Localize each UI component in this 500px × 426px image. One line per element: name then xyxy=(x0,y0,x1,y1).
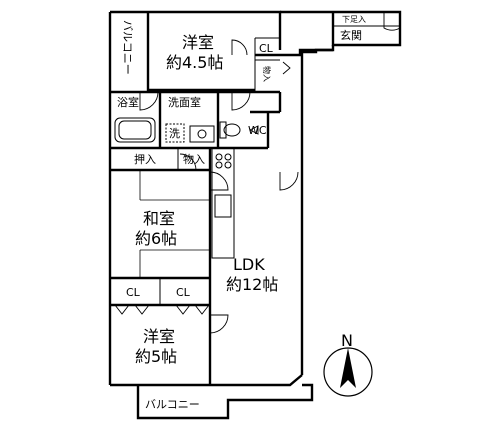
north-arrow-icon xyxy=(340,348,356,388)
washer-label: 洗 xyxy=(169,127,180,140)
closet-right-label: CL xyxy=(176,286,191,299)
outer-walls xyxy=(108,10,402,420)
shoe-box-label: 下足入 xyxy=(342,15,366,24)
washroom-label: 洗面室 xyxy=(168,95,201,109)
ldk-name: LDK xyxy=(233,255,265,274)
entrance-label: 玄関 xyxy=(340,28,362,42)
japanese-size: 約6帖 xyxy=(135,229,177,248)
western-a-size: 約4.5帖 xyxy=(166,53,223,72)
ldk-size: 約12帖 xyxy=(226,275,278,294)
closet-top-label: CL xyxy=(259,42,274,55)
closet-left-label: CL xyxy=(126,286,141,299)
oshiire-label: 押入 xyxy=(134,152,156,166)
western-b-name: 洋室 xyxy=(143,327,175,346)
room-labels: 洋室 約4.5帖 和室 約6帖 LDK 約12帖 洋室 約5帖 バルコニー バル… xyxy=(117,15,366,411)
balcony-top-label: バルコニー xyxy=(121,20,134,75)
bath-label: 浴室 xyxy=(117,95,139,109)
doors xyxy=(114,12,401,334)
japanese-name: 和室 xyxy=(143,209,175,228)
western-b-size: 約5帖 xyxy=(135,347,177,366)
fixtures xyxy=(114,25,400,278)
compass-north-label: N xyxy=(341,331,353,350)
wc-label: WC xyxy=(248,124,267,137)
storage-top-label: 物入 xyxy=(262,66,272,82)
storage-mid-label: 物入 xyxy=(183,152,205,166)
western-a-name: 洋室 xyxy=(182,33,214,52)
interior-walls xyxy=(110,37,282,385)
compass: N xyxy=(323,331,373,397)
balcony-bottom-label: バルコニー xyxy=(145,398,200,411)
